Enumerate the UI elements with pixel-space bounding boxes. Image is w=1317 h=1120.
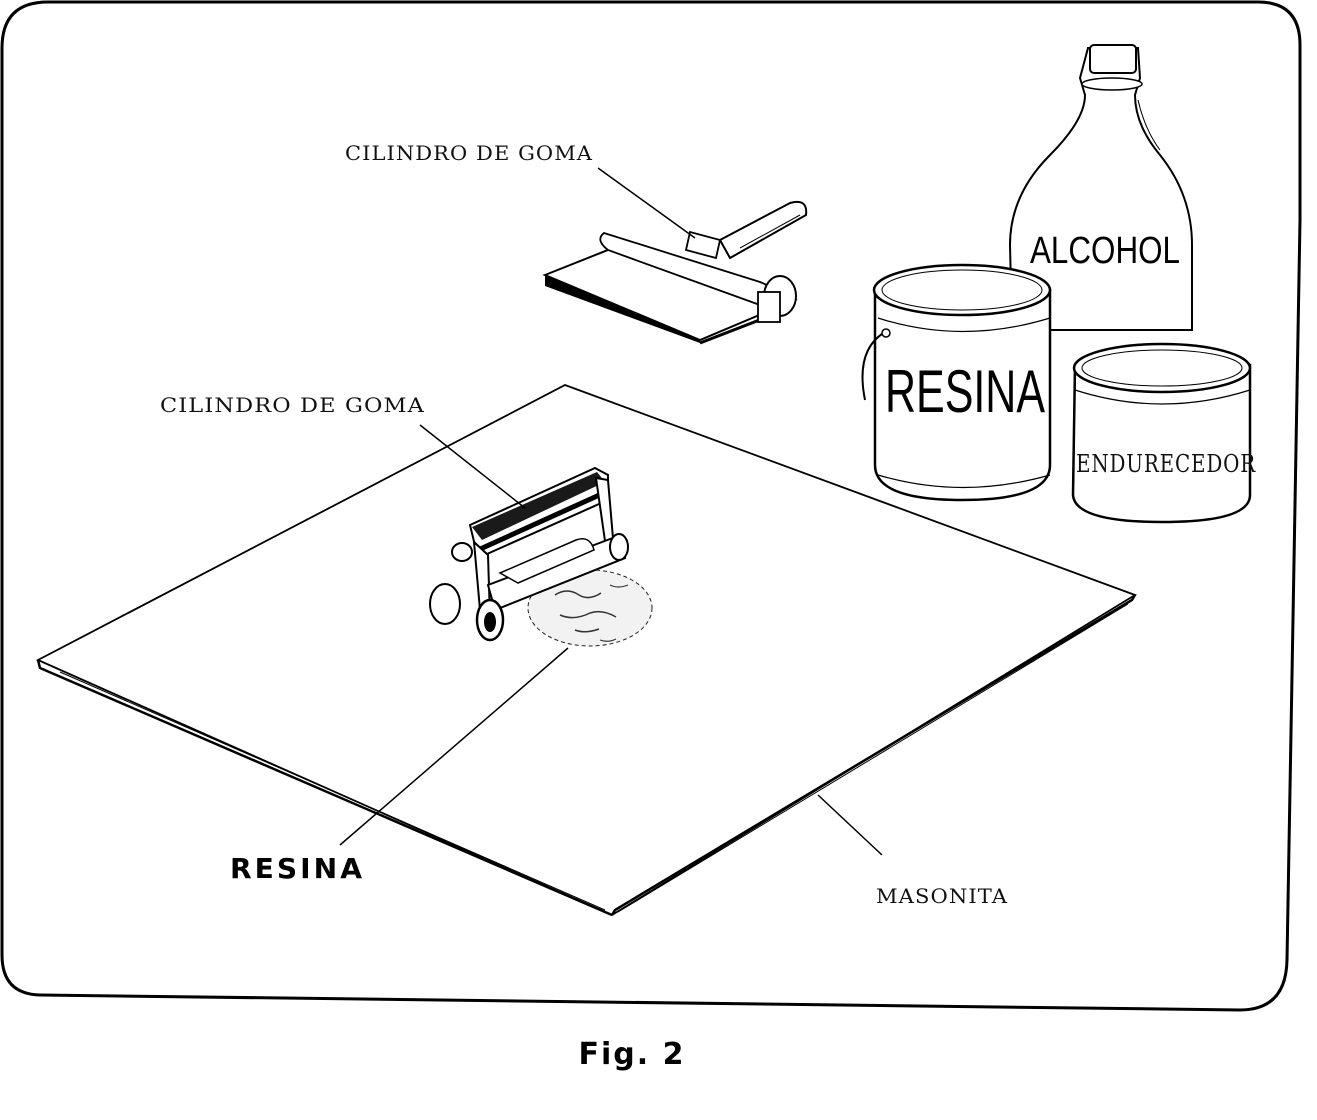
resin-spot bbox=[527, 569, 653, 647]
figure-caption: Fig. 2 bbox=[579, 1037, 686, 1072]
label-masonite: MASONITA bbox=[876, 884, 1008, 908]
rubber-roller-with-handle bbox=[542, 200, 808, 345]
jar-label: ENDURECEDOR bbox=[1076, 450, 1256, 478]
can-label: RESINA bbox=[885, 358, 1045, 425]
masonite-board bbox=[35, 384, 1138, 917]
alcohol-bottle: ALCOHOL bbox=[1008, 44, 1193, 331]
label-rubber-roller-top: CILINDRO DE GOMA bbox=[345, 141, 593, 165]
rubber-roller-main bbox=[429, 466, 629, 642]
bottle-label: ALCOHOL bbox=[1030, 230, 1180, 272]
leader-lines bbox=[339, 167, 883, 856]
resin-can: RESINA bbox=[861, 263, 1052, 502]
hardener-jar: ENDURECEDOR bbox=[1071, 342, 1256, 524]
label-rubber-roller: CILINDRO DE GOMA bbox=[160, 393, 425, 417]
label-resin: RESINA bbox=[230, 852, 365, 885]
figure-frame bbox=[0, 0, 1302, 1012]
